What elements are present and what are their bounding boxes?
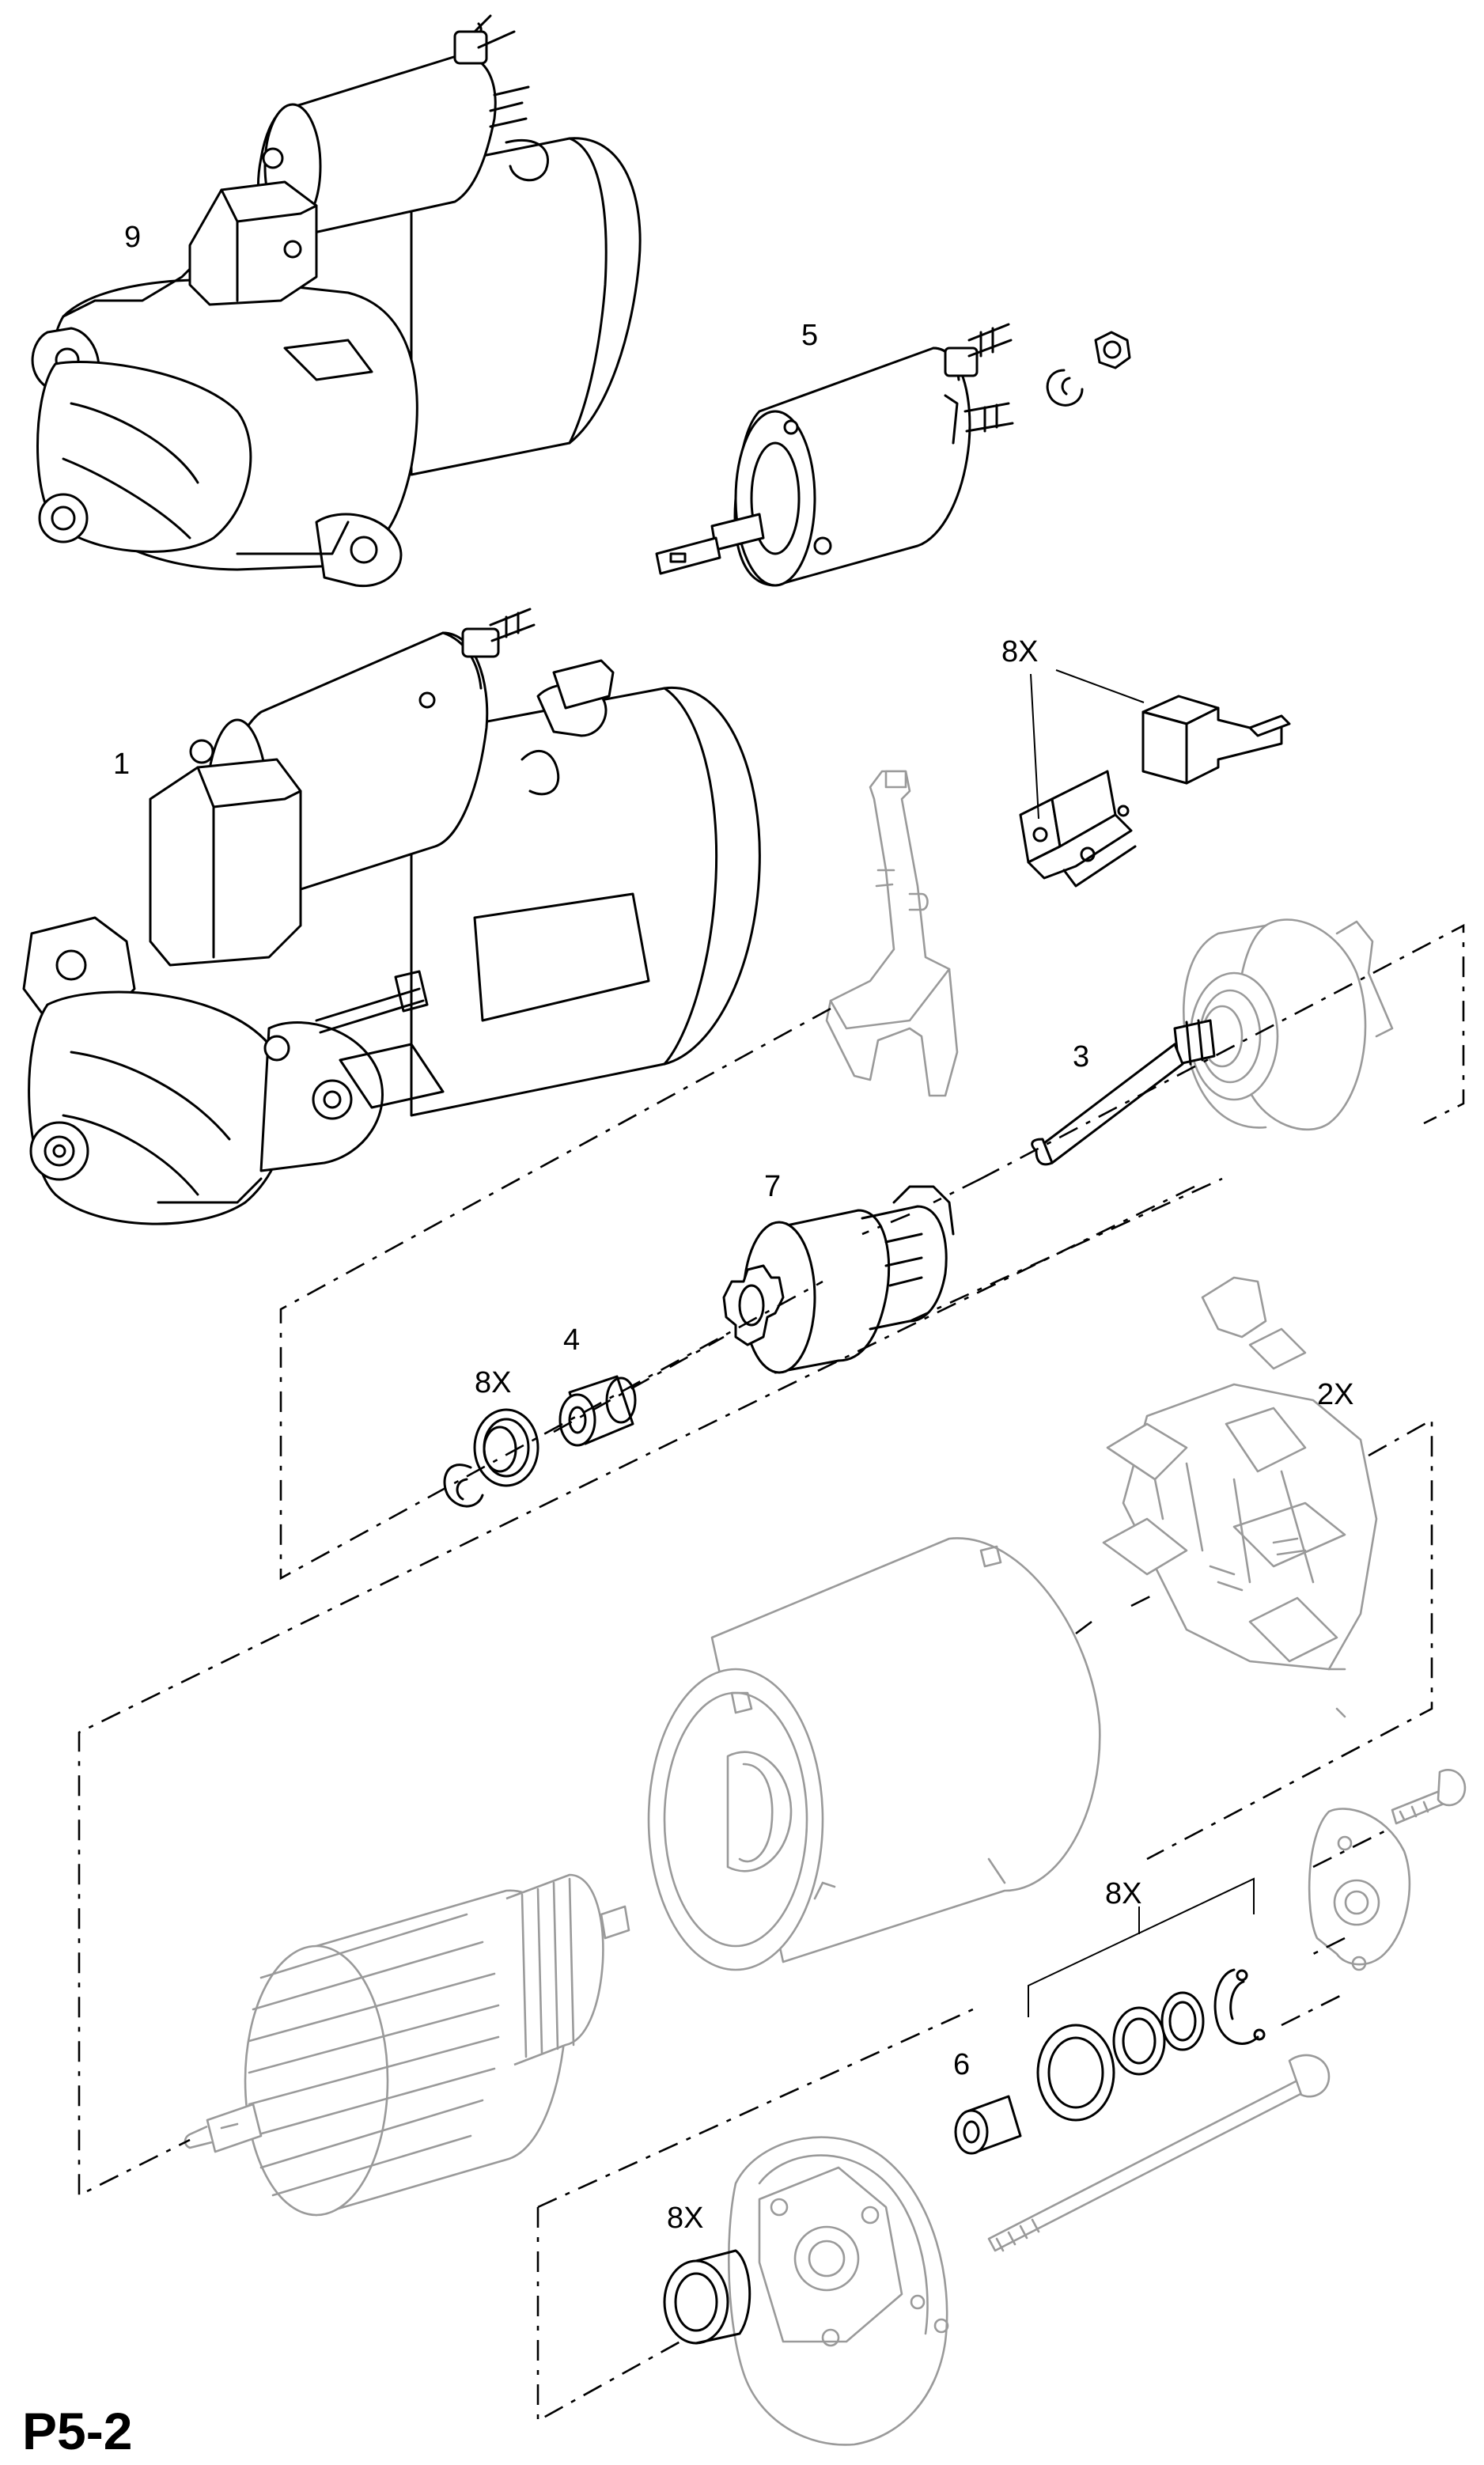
callout-8x-seal: 8X	[667, 2202, 703, 2235]
callout-9: 9	[124, 221, 141, 254]
part-shift-fork[interactable]	[825, 770, 959, 1097]
part-end-bush[interactable]	[954, 2095, 1022, 2155]
part-yoke-housing[interactable]	[647, 1537, 1101, 1971]
part-commutator-end-bracket[interactable]	[727, 2054, 1331, 2446]
callout-3: 3	[1073, 1040, 1089, 1073]
callout-2x: 2X	[1317, 1378, 1353, 1411]
page-code: P5-2	[22, 2402, 132, 2460]
part-drive-pinion[interactable]	[722, 1185, 955, 1374]
callout-8x-kit: 8X	[1105, 1877, 1141, 1910]
callout-4: 4	[563, 1323, 580, 1357]
part-brush-holder[interactable]	[1102, 1276, 1378, 1718]
callout-5: 5	[801, 319, 818, 352]
callout-8x-brush: 8X	[1001, 635, 1038, 668]
part-bush[interactable]	[558, 1375, 637, 1447]
part-solenoid[interactable]	[655, 323, 1131, 587]
assembly-lines	[78, 923, 1465, 2423]
part-seal[interactable]	[663, 2249, 751, 2345]
callout-8x-ring: 8X	[475, 1366, 511, 1399]
part-armature[interactable]	[184, 1873, 630, 2217]
part-repair-kit[interactable]	[1036, 1968, 1266, 2122]
part-starter-assembly[interactable]	[22, 608, 761, 1225]
part-brush-set[interactable]	[1019, 695, 1291, 888]
callout-7: 7	[764, 1170, 781, 1203]
callout-1: 1	[113, 748, 130, 781]
part-ring-set[interactable]	[443, 1408, 539, 1508]
part-end-cap[interactable]	[1308, 1769, 1467, 1971]
part-starter-complete[interactable]	[31, 14, 642, 588]
part-drive-end-housing[interactable]	[1031, 918, 1394, 1166]
callout-6: 6	[953, 2048, 970, 2081]
kit-bracket	[1028, 1877, 1255, 2017]
leader-8x-brush	[1030, 669, 1145, 820]
